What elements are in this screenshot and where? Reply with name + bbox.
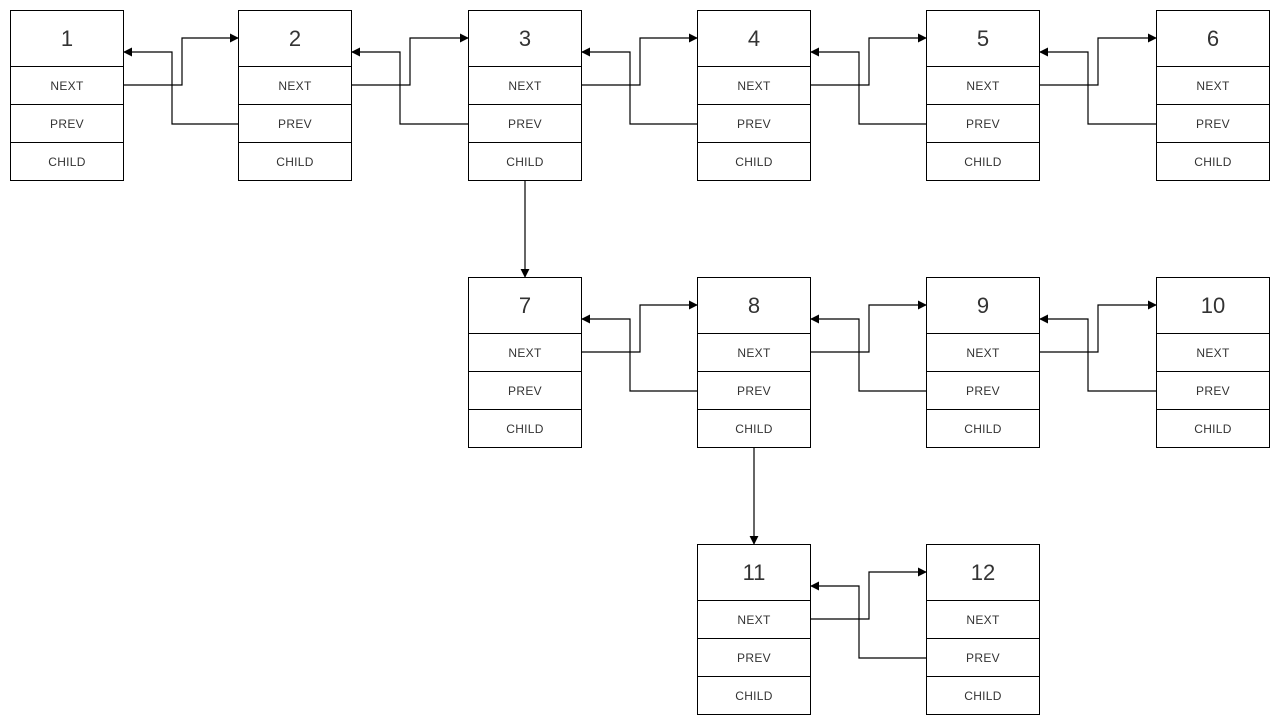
- node-field-prev: PREV: [698, 105, 810, 143]
- node-field-child: CHILD: [735, 688, 773, 703]
- node-field-child: CHILD: [964, 421, 1002, 436]
- node-number: 11: [698, 545, 810, 601]
- node-number: 7: [469, 278, 581, 334]
- next-pointer-arrow-2-3: [352, 33, 469, 86]
- node-field-next: NEXT: [698, 334, 810, 372]
- next-pointer-arrow-4-5: [811, 33, 927, 86]
- node-field-next: NEXT: [927, 334, 1039, 372]
- node-field-child: CHILD: [1194, 421, 1232, 436]
- node-field-next: NEXT: [927, 601, 1039, 639]
- prev-pointer-arrow-4-3: [581, 47, 697, 125]
- node-field-child: CHILD: [735, 421, 773, 436]
- node-field-next: NEXT: [469, 67, 581, 105]
- prev-pointer-arrow-5-4: [810, 47, 926, 125]
- prev-pointer-arrow-12-11: [810, 581, 926, 659]
- node-field-next: NEXT: [1157, 334, 1269, 372]
- node-field-next: NEXT: [469, 334, 581, 372]
- node-number: 9: [927, 278, 1039, 334]
- next-pointer-arrow-3-4: [582, 33, 698, 86]
- node-field-next: NEXT: [698, 67, 810, 105]
- node-field-child: CHILD: [1194, 154, 1232, 169]
- node-field-prev: PREV: [927, 639, 1039, 677]
- node-field-prev: PREV: [1157, 105, 1269, 143]
- node-number: 10: [1157, 278, 1269, 334]
- node-number: 3: [469, 11, 581, 67]
- node-field-child: CHILD: [506, 421, 544, 436]
- prev-pointer-arrow-8-7: [581, 314, 697, 392]
- node-number: 8: [698, 278, 810, 334]
- node-field-prev: PREV: [239, 105, 351, 143]
- node-field-child: CHILD: [276, 154, 314, 169]
- node-field-prev: PREV: [1157, 372, 1269, 410]
- node-number: 1: [11, 11, 123, 67]
- node-number: 2: [239, 11, 351, 67]
- next-pointer-arrow-11-12: [811, 567, 927, 620]
- next-pointer-arrow-5-6: [1040, 33, 1157, 86]
- node-field-next: NEXT: [11, 67, 123, 105]
- node-field-next: NEXT: [698, 601, 810, 639]
- node-field-next: NEXT: [1157, 67, 1269, 105]
- node-number: 6: [1157, 11, 1269, 67]
- node-field-prev: PREV: [927, 372, 1039, 410]
- node-field-prev: PREV: [469, 372, 581, 410]
- node-field-child: CHILD: [964, 154, 1002, 169]
- node-number: 12: [927, 545, 1039, 601]
- node-field-prev: PREV: [927, 105, 1039, 143]
- node-number: 4: [698, 11, 810, 67]
- prev-pointer-arrow-10-9: [1039, 314, 1156, 392]
- prev-pointer-arrow-2-1: [123, 47, 238, 125]
- node-field-child: CHILD: [735, 154, 773, 169]
- node-field-child: CHILD: [964, 688, 1002, 703]
- node-field-child: CHILD: [506, 154, 544, 169]
- node-field-child: CHILD: [48, 154, 86, 169]
- prev-pointer-arrow-9-8: [810, 314, 926, 392]
- node-field-next: NEXT: [239, 67, 351, 105]
- next-pointer-arrow-8-9: [811, 300, 927, 353]
- next-pointer-arrow-7-8: [582, 300, 698, 353]
- next-pointer-arrow-1-2: [124, 33, 239, 86]
- node-field-prev: PREV: [469, 105, 581, 143]
- prev-pointer-arrow-6-5: [1039, 47, 1156, 125]
- node-field-prev: PREV: [698, 372, 810, 410]
- node-field-prev: PREV: [698, 639, 810, 677]
- node-number: 5: [927, 11, 1039, 67]
- node-field-next: NEXT: [927, 67, 1039, 105]
- prev-pointer-arrow-3-2: [351, 47, 468, 125]
- node-field-prev: PREV: [11, 105, 123, 143]
- next-pointer-arrow-9-10: [1040, 300, 1157, 353]
